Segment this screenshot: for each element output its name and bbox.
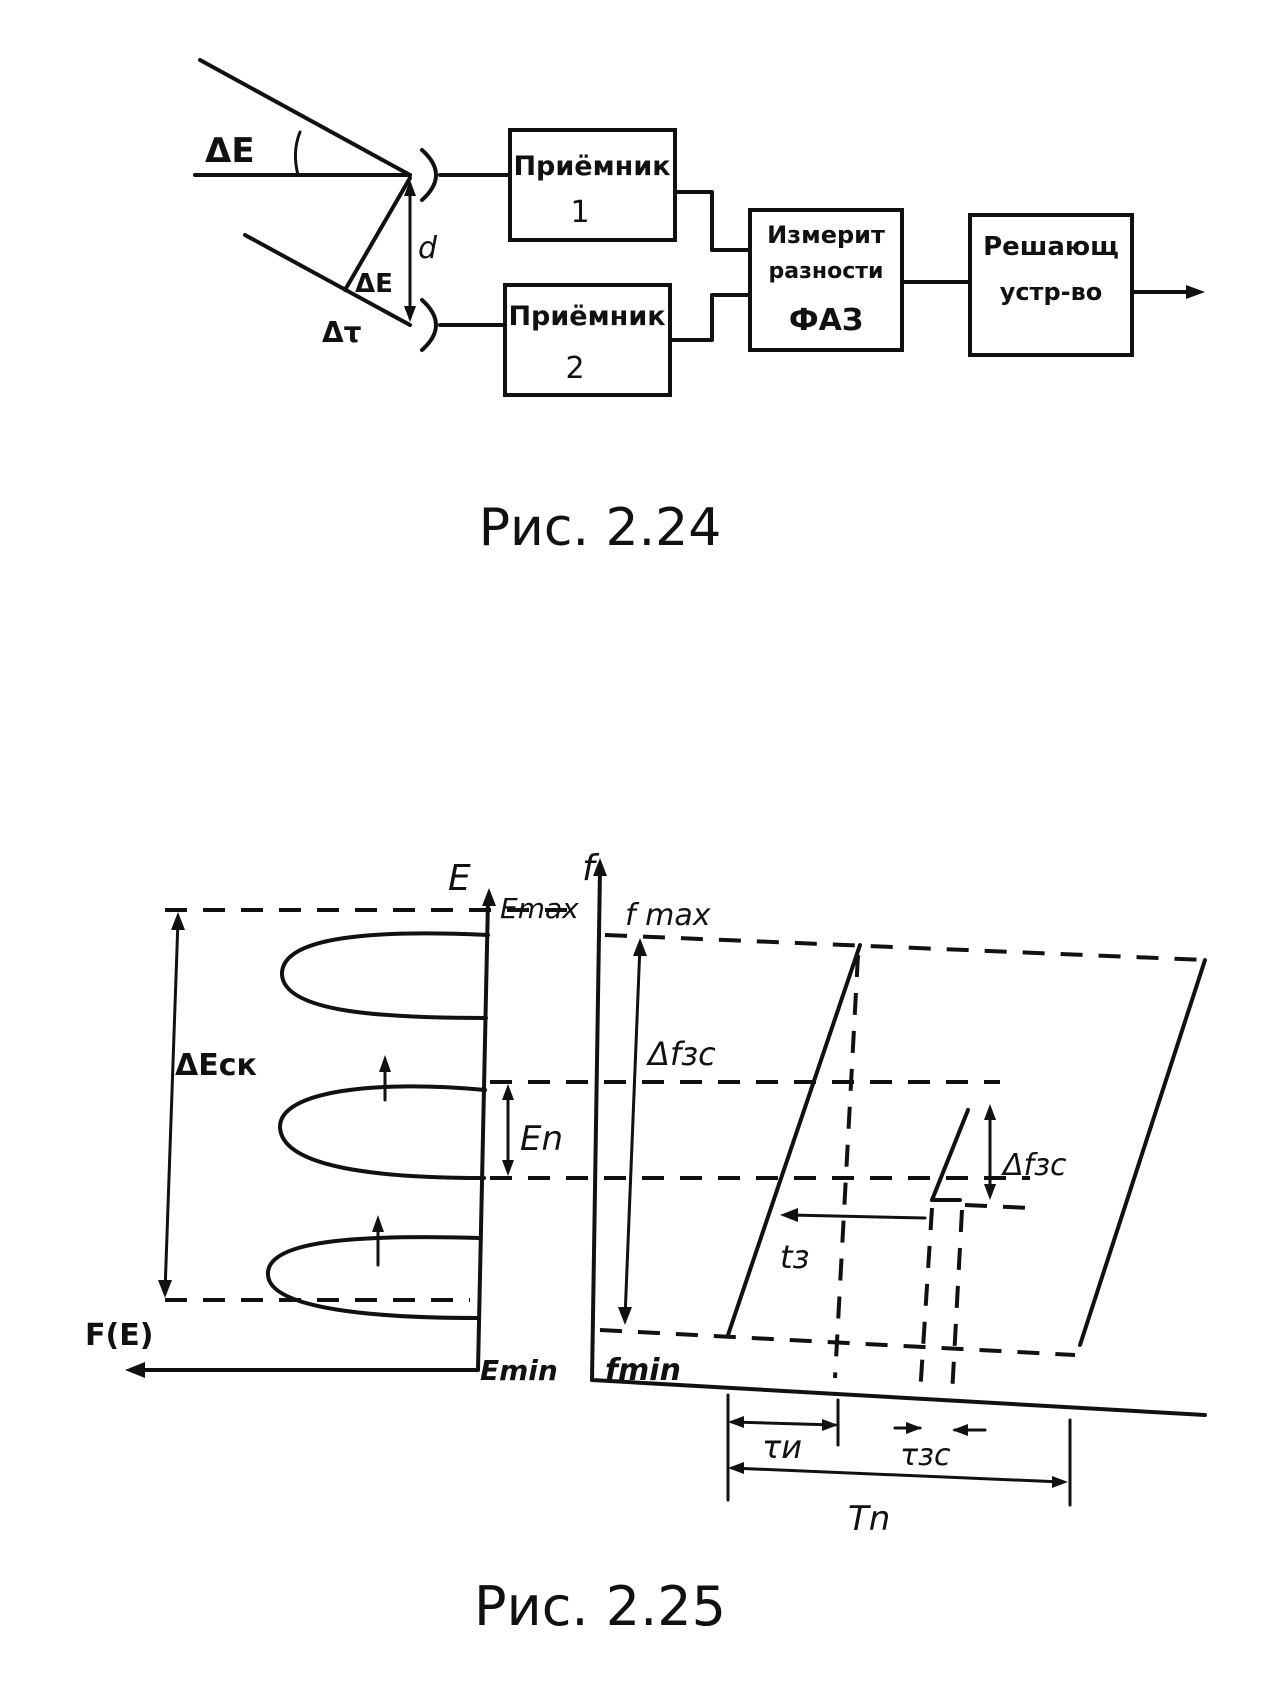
decision-block <box>968 213 1134 357</box>
label-eps-n: En <box>520 1119 563 1159</box>
dashed-f-max <box>604 933 1206 962</box>
label-tau-zs: τзс <box>900 1438 951 1473</box>
label-T-n: Tn <box>848 1499 890 1539</box>
lobe-2 <box>277 1084 487 1180</box>
receiver-1-label: Приёмник <box>513 151 670 182</box>
t-z-line <box>788 1213 927 1220</box>
receiver-1-block <box>508 128 677 242</box>
arrow-head <box>984 1184 996 1200</box>
label-delta-tau: Δτ <box>322 316 362 349</box>
F-eps-axis-arrow <box>125 1362 145 1378</box>
delta-f-zs-large-line <box>623 943 642 1320</box>
receiver-2-number: 2 <box>565 351 584 386</box>
sweep-ramp-1 <box>726 943 862 1337</box>
arrow-head <box>372 1215 384 1232</box>
arrow-head <box>952 1424 968 1436</box>
label-f-min: fmin <box>605 1353 681 1388</box>
sweep-ramp-2 <box>1078 958 1207 1347</box>
arrow-head <box>404 180 416 196</box>
label-eps-min: Emin <box>480 1354 558 1387</box>
label-delta-f-zs-large: Δfзс <box>645 1035 716 1073</box>
wire-rx1-phase <box>673 190 752 252</box>
dashed-sweep-top-drop <box>833 954 860 1379</box>
incoming-ray-upper <box>198 58 412 177</box>
dashed-jam-drop-2 <box>950 1209 964 1396</box>
wire-rx2-phase <box>668 293 752 342</box>
label-eps-axis: E <box>448 858 471 899</box>
antenna-1 <box>420 148 438 202</box>
label-f-max: f max <box>625 898 711 933</box>
arrow-head <box>728 1416 744 1428</box>
label-F-eps: F(E) <box>85 1318 153 1353</box>
arrow-head <box>728 1462 744 1474</box>
label-delta-eps-sk: ΔEск <box>175 1048 257 1083</box>
lobe-1 <box>279 931 490 1020</box>
T-n-line <box>730 1466 1064 1484</box>
label-delta-eps: ΔE <box>205 131 255 171</box>
jam-ramp <box>930 1108 970 1202</box>
label-delta-f-zs-small: Δfзс <box>1001 1148 1067 1183</box>
arrow-head <box>404 306 416 322</box>
receiver-2-label: Приёмник <box>508 301 665 332</box>
caption-2-25: Рис. 2.25 <box>474 1575 726 1638</box>
eps-axis <box>476 898 490 1372</box>
label-d: d <box>418 231 438 266</box>
arrow-head <box>984 1104 996 1120</box>
arrow-head <box>822 1419 838 1431</box>
angle-arc <box>293 130 302 177</box>
receiver-2-block <box>503 283 672 397</box>
figure-2-25: ΔEск En E Emax Emin F(E) f <box>85 848 1207 1638</box>
incoming-ray-lower <box>243 233 412 327</box>
phase-meter-line3: ФАЗ <box>789 303 863 338</box>
caption-2-24: Рис. 2.24 <box>479 498 722 558</box>
receiver-1-number: 1 <box>570 195 589 230</box>
time-axis <box>590 1378 1207 1417</box>
delta-eps-sk-line <box>163 918 180 1294</box>
arrow-head <box>906 1422 922 1434</box>
decision-line1: Решающ <box>983 232 1119 262</box>
arrow-head <box>379 1055 391 1072</box>
decision-line2: устр-во <box>1000 278 1103 306</box>
arrow-head <box>633 938 647 956</box>
phase-meter-line2: разности <box>769 259 884 284</box>
output-arrow-head <box>1186 285 1205 299</box>
eps-axis-arrow <box>482 888 496 906</box>
f-axis <box>590 868 602 1382</box>
arrow-head <box>780 1208 798 1222</box>
f-axis-arrow <box>593 858 607 876</box>
arrow-head <box>1052 1476 1068 1488</box>
arrow-head <box>158 1280 172 1298</box>
label-t-z: tз <box>780 1238 810 1276</box>
dashed-jam-level <box>964 1203 1031 1210</box>
arrow-head <box>618 1307 632 1325</box>
lobe-3 <box>265 1235 482 1320</box>
label-eps-max: Emax <box>500 892 579 925</box>
path-difference-line <box>343 176 412 292</box>
phase-meter-block <box>748 208 904 352</box>
dashed-jam-drop-1 <box>918 1207 934 1396</box>
figure-2-24: Приёмник 1 Приёмник 2 Измерит разности Ф… <box>193 58 1205 558</box>
arrow-head <box>171 912 185 930</box>
phase-meter-line1: Измерит <box>767 221 885 249</box>
arrow-head <box>502 1084 514 1100</box>
arrow-head <box>502 1160 514 1176</box>
tau-i-line <box>730 1420 837 1427</box>
antenna-2 <box>420 298 438 352</box>
label-tau-i: τи <box>762 1428 802 1466</box>
label-delta-eps-small: ΔE <box>355 269 393 299</box>
